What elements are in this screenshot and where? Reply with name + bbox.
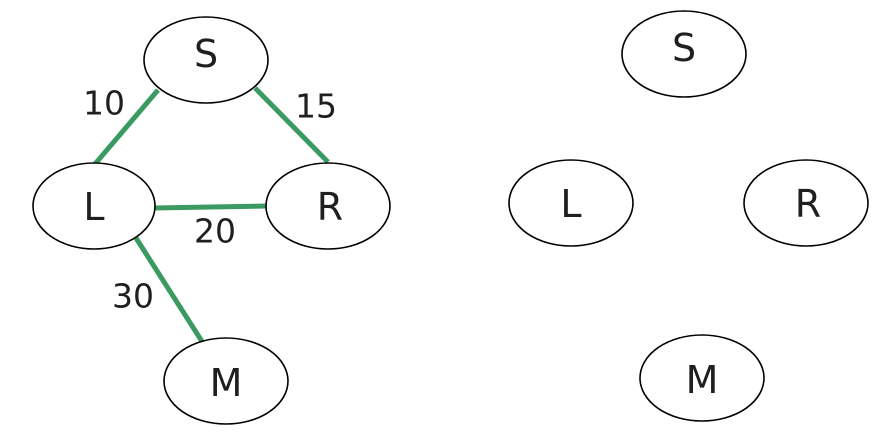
node-m-label: M — [210, 361, 243, 405]
edge-s-l: 10 — [83, 84, 160, 166]
node-m-shape — [163, 337, 289, 425]
node-s-2-shape — [621, 10, 747, 98]
edge-l-r: 20 — [153, 203, 269, 251]
node-l: L — [32, 162, 156, 250]
edge-l-m-line — [133, 236, 206, 345]
edge-l-m: 30 — [112, 236, 206, 345]
node-l-2-shape — [508, 159, 634, 247]
node-m-2-label: M — [686, 358, 719, 402]
edge-s-l-line — [93, 88, 160, 166]
node-s: S — [143, 16, 269, 104]
node-m-2-shape — [639, 334, 765, 422]
node-s-2: S — [621, 10, 747, 98]
node-l-label: L — [83, 185, 104, 229]
edge-s-r: 15 — [253, 86, 337, 164]
node-r-2-label: R — [795, 182, 821, 226]
node-r-shape — [265, 162, 391, 250]
graph-empty: S L R M — [508, 10, 869, 422]
edge-s-r-weight: 15 — [295, 87, 337, 126]
node-s-shape — [143, 16, 269, 104]
node-l-2-label: L — [560, 182, 581, 226]
edge-l-m-weight: 30 — [112, 277, 154, 316]
node-m-2: M — [639, 334, 765, 422]
node-r-2: R — [743, 159, 869, 247]
node-r-2-shape — [743, 159, 869, 247]
node-r: R — [265, 162, 391, 250]
edge-l-r-line — [153, 203, 269, 211]
edge-l-r-weight: 20 — [194, 212, 236, 251]
graph-weighted: 10 15 20 30 S L R M — [32, 16, 391, 425]
edge-s-l-weight: 10 — [83, 84, 125, 123]
node-s-label: S — [194, 32, 218, 76]
node-l-2: L — [508, 159, 634, 247]
node-l-shape — [32, 162, 156, 250]
node-r-label: R — [317, 185, 343, 229]
edge-s-r-line — [253, 86, 330, 164]
node-s-2-label: S — [672, 26, 696, 70]
node-m: M — [163, 337, 289, 425]
